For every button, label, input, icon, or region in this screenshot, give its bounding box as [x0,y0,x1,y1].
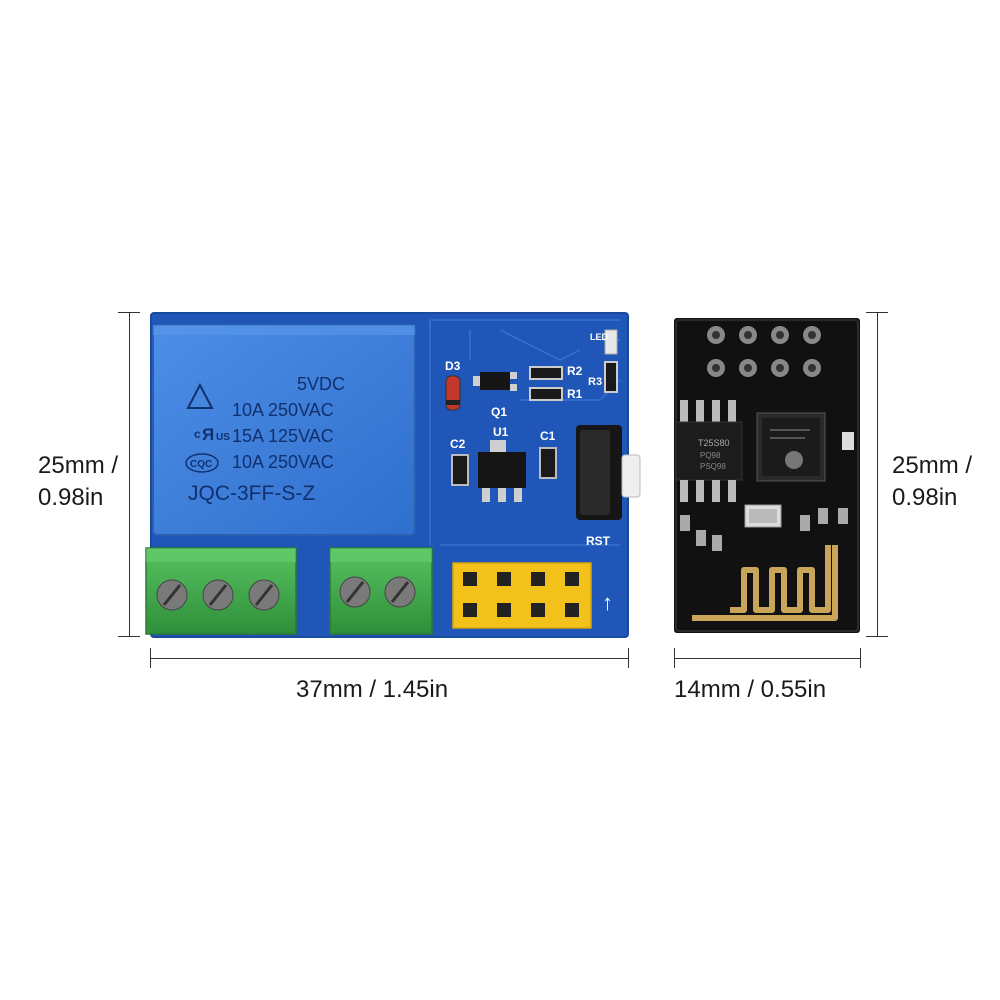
flash-chip-text-2: PQ98 [700,451,721,460]
label-c1: C1 [540,429,556,443]
relay-rating-1: 10A 250VAC [232,400,334,420]
label-d3: D3 [445,359,461,373]
esp-width-label: 14mm / 0.55in [674,676,827,703]
esp-header-socket [452,562,592,629]
relay-height-line [129,312,130,637]
flash-chip: T25S80 PQ98 PSQ98 [675,400,743,502]
relay-height-label-line1: 25mm / [38,452,119,479]
esp-height-line [877,312,878,637]
relay-rating-2: 15A 125VAC [232,426,334,446]
label-u1: U1 [493,425,509,439]
cqc-badge-icon [185,453,219,473]
label-rst: RST [586,534,611,548]
svg-text:c: c [194,427,201,441]
screw-icon [339,576,371,608]
cqc-text: CQC [190,459,212,470]
label-r3: R3 [588,376,602,388]
esp-width-line [674,658,860,659]
label-q1: Q1 [491,405,507,419]
relay-voltage: 5VDC [297,374,345,394]
terminal-block-3pin [145,547,297,635]
relay-model: JQC-3FF-S-Z [188,482,315,505]
transistor-q1 [480,372,510,390]
pcb-antenna [692,545,838,621]
warning-triangle-icon [186,382,214,409]
resistor-r2 [529,366,563,380]
capacitor-c2 [451,454,469,486]
resistor-r3 [604,361,618,393]
esp-pin-header [707,326,821,377]
esp-height-label-line1: 25mm / [892,452,973,479]
relay-rating-3: 10A 250VAC [232,452,334,472]
capacitor-c1 [539,447,557,479]
relay-width-label: 37mm / 1.45in [296,676,449,703]
relay-width-line [150,658,628,659]
screw-icon [202,579,234,611]
rst-button-plunger [621,454,641,498]
led-indicator [604,329,618,355]
esp-height-label-line2: 0.98in [892,484,958,511]
relay-width-tick-right [628,648,629,668]
orientation-arrow-icon: ↑ [602,590,613,615]
esp-small-component [842,432,854,450]
resistor-r1 [529,387,563,401]
label-c2: C2 [450,437,466,451]
label-r2: R2 [567,364,583,378]
esp8266-chip [756,412,826,482]
label-r1: R1 [567,387,583,401]
svg-text:Я: Я [202,425,214,444]
screw-icon [384,576,416,608]
us-mark: US [216,432,230,443]
esp-height-tick-bottom [866,636,888,637]
screw-icon [156,579,188,611]
relay-body [153,325,415,535]
terminal-block-2pin [329,547,433,635]
label-led: LED [590,332,609,342]
espressif-logo-icon [785,451,803,469]
regulator-u1 [478,452,526,488]
esp-height-label: 25mm / 0.98in [892,450,992,514]
relay-height-label-line2: 0.98in [38,484,104,511]
flash-chip-text-3: PSQ98 [700,462,726,471]
esp-width-tick-right [860,648,861,668]
flash-chip-text-1: T25S80 [698,438,730,448]
screw-icon [248,579,280,611]
relay-height-tick-bottom [118,636,140,637]
relay-height-label: 25mm / 0.98in [38,450,138,514]
